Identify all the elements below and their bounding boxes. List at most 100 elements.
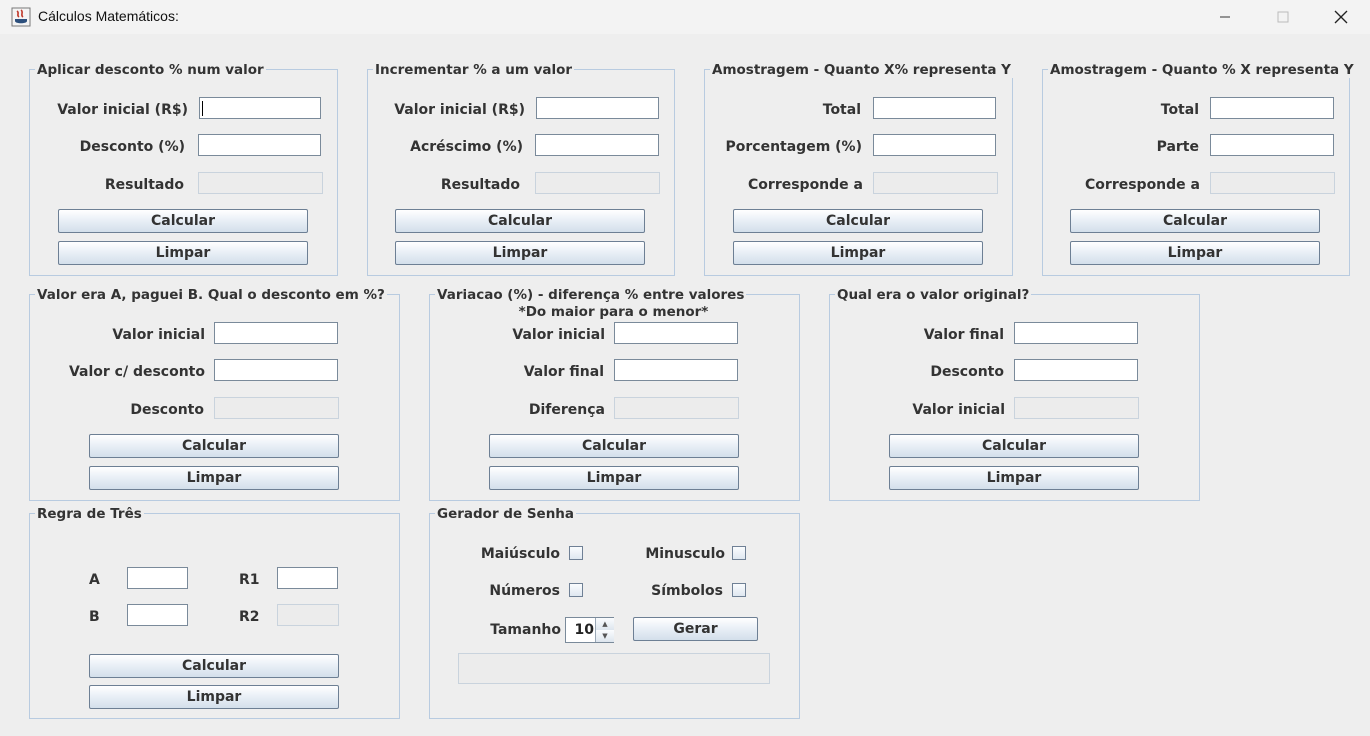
calcular-button[interactable]: Calcular — [395, 209, 645, 233]
panel-title: Amostragem - Quanto % X representa Y — [1048, 62, 1356, 78]
calcular-button[interactable]: Calcular — [489, 434, 739, 458]
desconto-input[interactable] — [198, 134, 321, 156]
label-parte: Parte — [1156, 139, 1199, 155]
label-acrescimo: Acréscimo (%) — [410, 139, 523, 155]
label-desconto: Desconto — [930, 364, 1004, 380]
panel-title: Valor era A, paguei B. Qual o desconto e… — [35, 287, 387, 303]
minimize-button[interactable] — [1196, 0, 1254, 34]
label-r1: R1 — [239, 572, 260, 588]
label-total: Total — [822, 102, 861, 118]
calcular-button[interactable]: Calcular — [733, 209, 983, 233]
a-input[interactable] — [127, 567, 188, 589]
limpar-button[interactable]: Limpar — [395, 241, 645, 265]
valor-desconto-input[interactable] — [214, 359, 338, 381]
label-valor-desconto: Valor c/ desconto — [68, 364, 205, 380]
label-total: Total — [1160, 102, 1199, 118]
label-minusculo: Minusculo — [645, 546, 725, 562]
valor-final-input[interactable] — [614, 359, 738, 381]
limpar-button[interactable]: Limpar — [89, 685, 339, 709]
corresponde-output — [1210, 172, 1335, 194]
gerar-button[interactable]: Gerar — [633, 617, 758, 641]
label-valor-inicial: Valor inicial (R$) — [394, 102, 525, 118]
valor-inicial-input[interactable] — [214, 322, 338, 344]
valor-inicial-input[interactable] — [199, 97, 321, 119]
limpar-button[interactable]: Limpar — [89, 466, 339, 490]
close-button[interactable] — [1312, 0, 1370, 34]
minusculo-checkbox[interactable] — [732, 546, 746, 560]
spinner-down-icon[interactable]: ▼ — [595, 630, 614, 642]
calcular-button[interactable]: Calcular — [889, 434, 1139, 458]
limpar-button[interactable]: Limpar — [1070, 241, 1320, 265]
label-desconto: Desconto (%) — [79, 139, 185, 155]
panel-title: Aplicar desconto % num valor — [35, 62, 266, 78]
panel-title: Regra de Três — [35, 506, 144, 522]
porcentagem-input[interactable] — [873, 134, 996, 156]
panel-gerador-senha: Gerador de Senha — [429, 506, 800, 719]
total-input[interactable] — [873, 97, 996, 119]
window-title: Cálculos Matemáticos: — [38, 8, 179, 24]
label-corresponde: Corresponde a — [748, 177, 863, 193]
label-valor-inicial: Valor inicial (R$) — [57, 102, 188, 118]
panel-incrementar: Incrementar % a um valor — [367, 62, 675, 276]
numeros-checkbox[interactable] — [569, 583, 583, 597]
resultado-output — [535, 172, 660, 194]
label-valor-inicial: Valor inicial — [512, 327, 605, 343]
panel-aplicar-desconto: Aplicar desconto % num valor — [29, 62, 338, 276]
valor-final-input[interactable] — [1014, 322, 1138, 344]
parte-input[interactable] — [1210, 134, 1334, 156]
panel-amostragem-pct-x: Amostragem - Quanto % X representa Y — [1042, 62, 1356, 276]
maiusculo-checkbox[interactable] — [569, 546, 583, 560]
panel-variacao: Variacao (%) - diferença % entre valores — [429, 287, 800, 501]
panel-desconto-ab: Valor era A, paguei B. Qual o desconto e… — [29, 287, 400, 501]
spinner-up-icon[interactable]: ▲ — [595, 618, 614, 630]
label-a: A — [89, 572, 100, 588]
calcular-button[interactable]: Calcular — [58, 209, 308, 233]
calcular-button[interactable]: Calcular — [89, 434, 339, 458]
label-resultado: Resultado — [104, 177, 184, 193]
valor-inicial-input[interactable] — [614, 322, 738, 344]
close-icon — [1334, 10, 1348, 24]
limpar-button[interactable]: Limpar — [58, 241, 308, 265]
minimize-icon — [1220, 16, 1230, 18]
label-r2: R2 — [239, 609, 260, 625]
valor-inicial-output — [1014, 397, 1139, 419]
desconto-output — [214, 397, 339, 419]
simbolos-checkbox[interactable] — [732, 583, 746, 597]
tamanho-value[interactable]: 10 — [574, 622, 594, 638]
label-resultado: Resultado — [440, 177, 520, 193]
calcular-button[interactable]: Calcular — [1070, 209, 1320, 233]
total-input[interactable] — [1210, 97, 1334, 119]
panel-title: Qual era o valor original? — [835, 287, 1032, 303]
label-valor-final: Valor final — [523, 364, 604, 380]
label-b: B — [89, 609, 100, 625]
b-input[interactable] — [127, 604, 188, 626]
panel-amostragem-x-pct: Amostragem - Quanto X% representa Y — [704, 62, 1013, 276]
label-desconto: Desconto — [130, 402, 204, 418]
panel-title: Amostragem - Quanto X% representa Y — [710, 62, 1013, 78]
panel-regra-de-tres: Regra de Três — [29, 506, 400, 719]
limpar-button[interactable]: Limpar — [489, 466, 739, 490]
java-app-icon — [11, 7, 31, 27]
r2-output — [277, 604, 339, 626]
desconto-input[interactable] — [1014, 359, 1138, 381]
senha-output — [458, 653, 770, 684]
label-valor-final: Valor final — [923, 327, 1004, 343]
r1-input[interactable] — [277, 567, 338, 589]
acrescimo-input[interactable] — [535, 134, 659, 156]
resultado-output — [198, 172, 323, 194]
variacao-note: *Do maior para o menor* — [518, 304, 709, 320]
panel-valor-original: Qual era o valor original? — [829, 287, 1200, 501]
maximize-icon — [1277, 11, 1289, 23]
label-porcentagem: Porcentagem (%) — [725, 139, 863, 155]
label-simbolos: Símbolos — [651, 583, 723, 599]
panel-title: Gerador de Senha — [435, 506, 577, 522]
label-tamanho: Tamanho — [490, 622, 561, 638]
limpar-button[interactable]: Limpar — [733, 241, 983, 265]
tamanho-spinner[interactable]: 10 ▲ ▼ — [565, 617, 614, 643]
limpar-button[interactable]: Limpar — [889, 466, 1139, 490]
valor-inicial-input[interactable] — [536, 97, 659, 119]
maximize-button[interactable] — [1254, 0, 1312, 34]
calcular-button[interactable]: Calcular — [89, 654, 339, 678]
corresponde-output — [873, 172, 998, 194]
title-bar: Cálculos Matemáticos: — [0, 0, 1370, 34]
